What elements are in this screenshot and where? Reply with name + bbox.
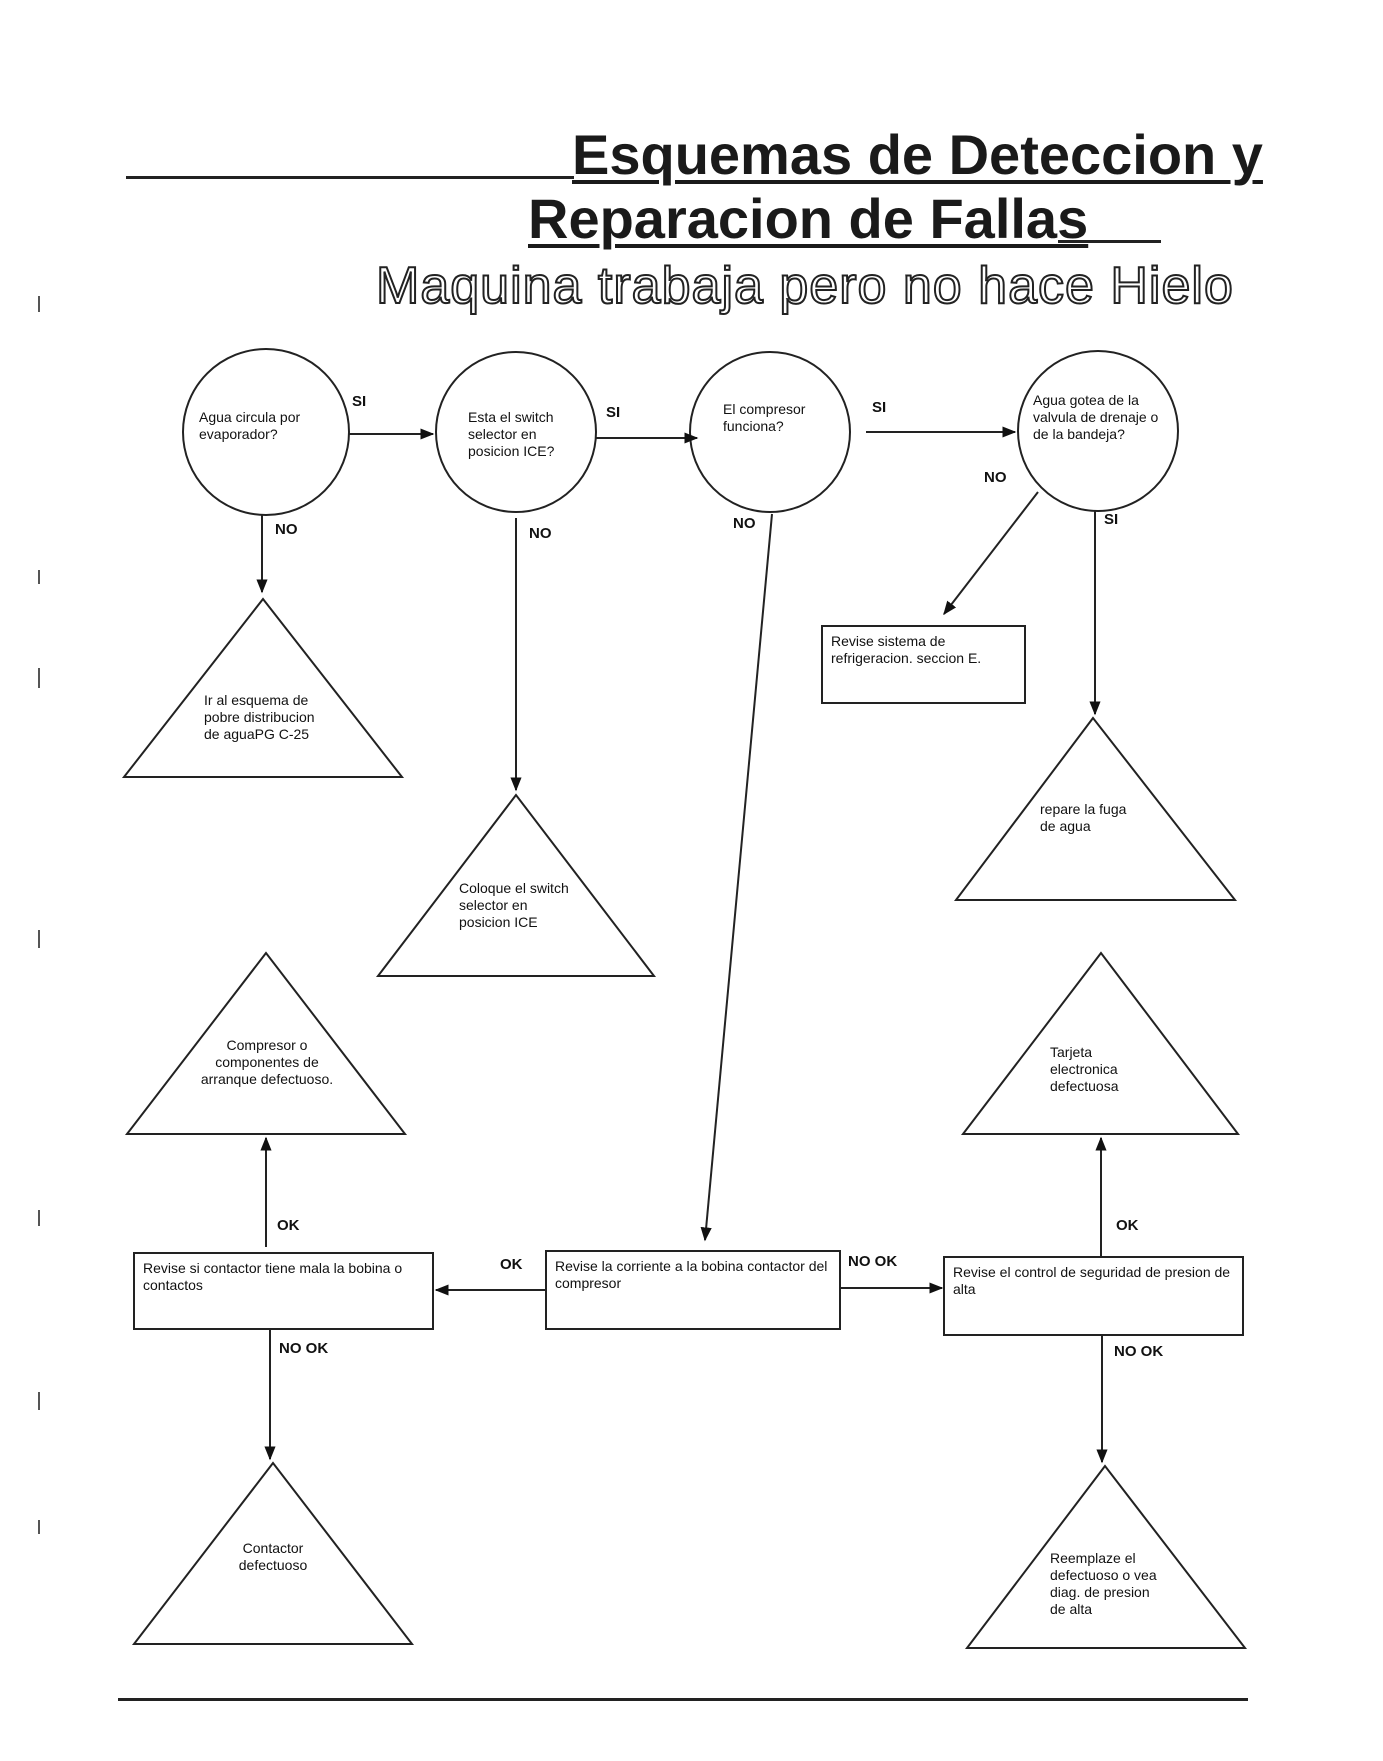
- triangle-poor-distribution: [121, 597, 405, 778]
- page-subtitle: Maquina trabaja pero no hace Hielo: [375, 256, 1234, 316]
- label-no-1: NO: [275, 521, 298, 538]
- scan-mark: [38, 570, 40, 584]
- triangle-compressor-defective: [124, 951, 408, 1135]
- label-ok-2: OK: [500, 1256, 523, 1273]
- label-nook-1: NO OK: [848, 1253, 898, 1270]
- label-ok-1: OK: [277, 1217, 300, 1234]
- decision-circle-water-drips: [1017, 350, 1179, 512]
- label-nook-2: NO OK: [279, 1340, 329, 1357]
- t7-text: Reemplaze el defectuoso o vea diag. de p…: [1050, 1550, 1157, 1617]
- q2-text: Esta el switch selector en posicion ICE?: [468, 409, 555, 459]
- triangle-replace-defective: [964, 1464, 1248, 1649]
- page-title-line-2: Reparacion de Fallas: [528, 187, 1089, 250]
- label-nook-3: NO OK: [1114, 1343, 1164, 1360]
- t2-text: Coloque el switch selector en posicion I…: [459, 880, 569, 930]
- arrow-q4-no: [943, 491, 1039, 616]
- q3-text: El compresor funciona?: [723, 401, 806, 434]
- triangle-contactor-defective: [131, 1461, 415, 1645]
- title-rule-left: [126, 176, 574, 179]
- triangle-board-defective: [960, 951, 1241, 1135]
- scan-mark: [38, 1392, 40, 1410]
- triangle-repair-leak: [953, 716, 1238, 901]
- scan-mark: [38, 296, 40, 312]
- decision-circle-water-circulates: [182, 348, 350, 516]
- t4-text: Compresor o componentes de arranque defe…: [200, 1037, 334, 1087]
- bottom-rule: [118, 1698, 1248, 1701]
- label-ok-3: OK: [1116, 1217, 1139, 1234]
- q1-text: Agua circula por evaporador?: [199, 409, 301, 442]
- b3-text: Revise la corriente a la bobina contacto…: [555, 1258, 828, 1291]
- label-si-2: SI: [606, 404, 621, 421]
- label-no-2: NO: [529, 525, 552, 542]
- scan-mark: [38, 668, 40, 688]
- scan-mark: [38, 930, 40, 948]
- box-check-coil-current: Revise la corriente a la bobina contacto…: [545, 1250, 841, 1330]
- t1-text: Ir al esquema de pobre distribucion de a…: [204, 692, 315, 742]
- b4-text: Revise el control de seguridad de presio…: [953, 1264, 1231, 1297]
- label-no-4: NO: [984, 469, 1007, 486]
- t5-text: Tarjeta electronica defectuosa: [1050, 1044, 1119, 1094]
- decision-circle-selector-switch: [435, 351, 597, 513]
- decision-circle-compressor-runs: [689, 351, 851, 513]
- scan-mark: [38, 1520, 40, 1534]
- t3-text: repare la fuga de agua: [1040, 801, 1127, 834]
- b2-text: Revise si contactor tiene mala la bobina…: [143, 1260, 403, 1293]
- box-check-high-pressure: Revise el control de seguridad de presio…: [943, 1256, 1244, 1336]
- label-si-3: SI: [872, 399, 887, 416]
- page-title-line-1: Esquemas de Deteccion y: [572, 123, 1263, 186]
- label-si-4: SI: [1104, 511, 1119, 528]
- label-no-3: NO: [733, 515, 756, 532]
- triangle-set-selector-ice: [375, 793, 657, 977]
- scan-mark: [38, 1210, 40, 1226]
- box-check-contactor: Revise si contactor tiene mala la bobina…: [133, 1252, 434, 1330]
- box-check-refrigeration: Revise sistema de refrigeracion. seccion…: [821, 625, 1026, 704]
- b1-text: Revise sistema de refrigeracion. seccion…: [831, 633, 982, 666]
- arrow-q3-no: [700, 513, 773, 1242]
- title-rule-right: [1058, 240, 1161, 243]
- label-si-1: SI: [352, 393, 367, 410]
- q4-text: Agua gotea de la valvula de drenaje o de…: [1033, 392, 1159, 442]
- t6-text: Contactor defectuoso: [238, 1540, 308, 1573]
